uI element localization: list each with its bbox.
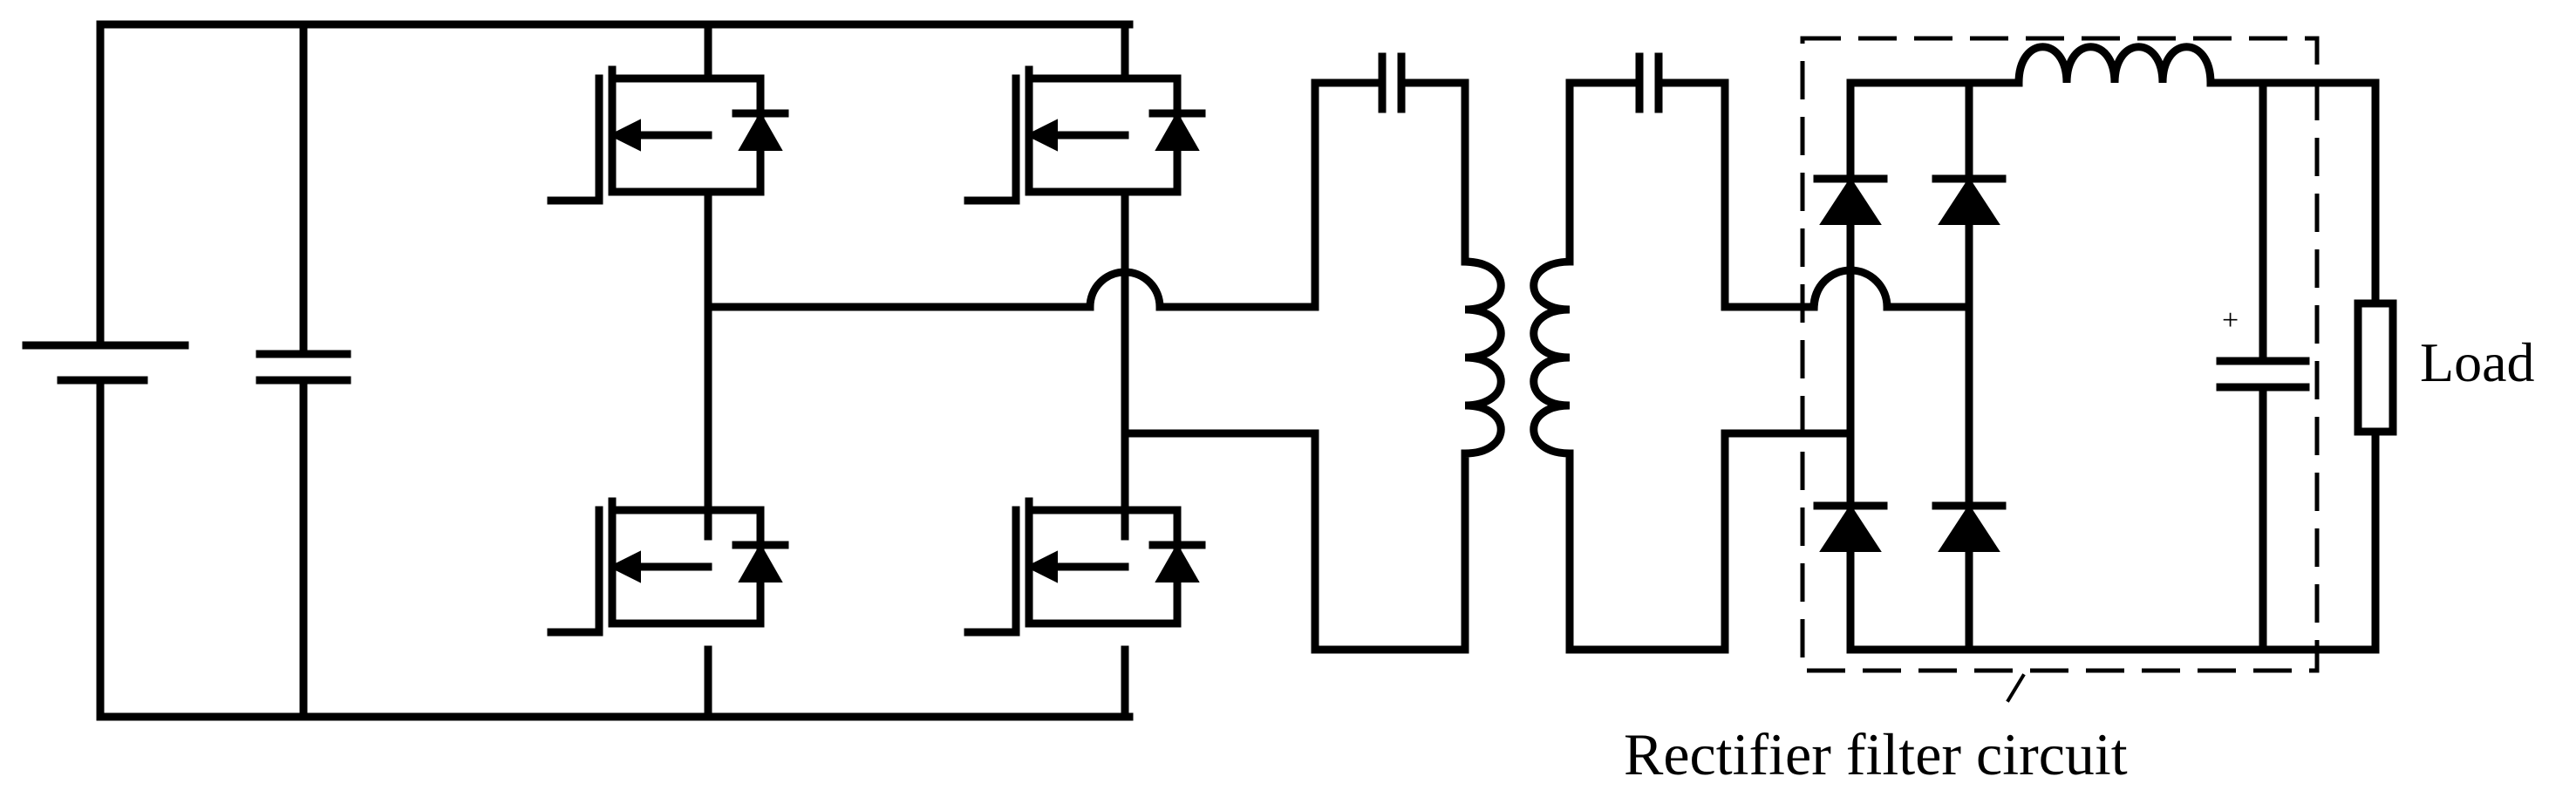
mosfet-upper-left [551,70,785,201]
filter-capacitor: + [2216,78,2310,654]
rectifier-diode-1 [1817,179,1884,224]
bridge-wiring [704,20,1389,721]
rectifier-diode-2 [1936,179,2002,224]
mosfet-upper-right [968,70,1202,201]
mosfet-lower-right [968,501,1202,632]
dc-source [22,20,1134,721]
transformer [1380,257,1855,654]
load-label: Load [2420,331,2535,393]
rectifier-diode-4 [1936,506,2002,551]
filter-inductor [2014,43,2380,87]
mosfet-lower-left [551,501,785,632]
series-capacitor-secondary [1565,52,1818,311]
polarity-mark: + [2222,304,2239,337]
load-resistor: Load [2354,78,2535,654]
input-capacitor [256,20,351,721]
rectifier-filter-label: Rectifier filter circuit [1624,721,2128,787]
rectifier-diode-3 [1817,506,1884,551]
series-capacitor-primary [1378,52,1469,266]
rectifier-filter-region: Rectifier filter circuit [1624,36,2320,787]
bridge-rectifier [1809,78,2380,654]
